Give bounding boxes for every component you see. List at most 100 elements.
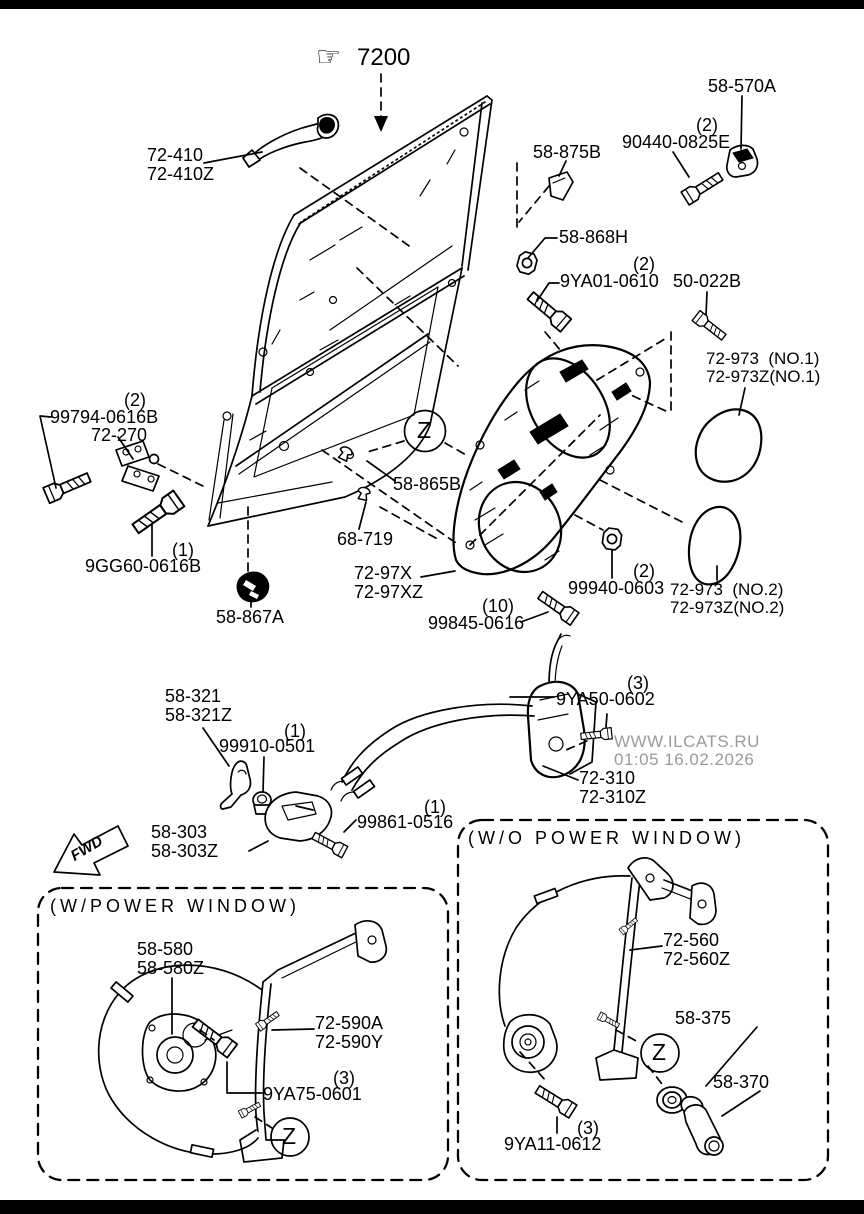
label-line: 58-303: [151, 822, 208, 842]
label-line: (W/O POWER WINDOW): [468, 828, 745, 848]
power-window-box: [36, 886, 450, 1182]
label-line: 58-580Z: [137, 958, 205, 979]
bracket-58-570A: [726, 144, 759, 178]
label-line: 72-973Z(NO.2): [670, 598, 785, 618]
label-line: (1): [172, 540, 194, 560]
no-power-window-box: [456, 818, 830, 1182]
crank-handle-58-370: [680, 1095, 724, 1156]
label-line: 72-97XZ: [354, 582, 424, 603]
label-line: 01:05 16.02.2026: [614, 750, 755, 770]
bolt-9GG60-0616B: [129, 489, 186, 538]
label-line: (3): [627, 673, 649, 693]
label-qty-9YA50: (3): [627, 673, 649, 693]
seal-72-973-no1: [694, 408, 763, 483]
label-qty-9YA11: (3): [577, 1118, 599, 1138]
bolt-50-022B: [691, 309, 729, 343]
door-check-72-270: [115, 440, 160, 492]
bolt-9YA01-0610: [524, 288, 573, 333]
label-qty-9YA75: (3): [333, 1068, 355, 1088]
label-9YA50-0602: 9YA50-0602: [556, 689, 655, 709]
detail-mark-z-right: Z: [652, 1040, 666, 1065]
label-line: 72-310: [579, 768, 636, 788]
label-line: 72-270: [91, 425, 148, 445]
label-line: 58-370: [713, 1072, 770, 1092]
label-line: 58-321: [165, 686, 222, 706]
label-line: 72-590A: [315, 1013, 384, 1033]
label-58-570A: 58-570A: [708, 76, 777, 96]
leader-lines: [39, 95, 761, 1134]
label-qty-99845: (10): [482, 596, 515, 616]
bolt-99794-0616B: [42, 468, 94, 505]
label-line: 72-410: [147, 145, 204, 165]
clip-68-719: [355, 485, 372, 502]
label-qty-99940: (2): [633, 561, 655, 581]
label-line: 58-570A: [708, 76, 777, 96]
label-90440-0825E: 90440-0825E: [622, 132, 731, 152]
label-qty-90440: (2): [696, 115, 718, 135]
clip-58-865B: [336, 444, 355, 463]
label-line: (1): [284, 721, 306, 741]
label-58-875B: 58-875B: [533, 142, 602, 162]
label-68-719: 68-719: [337, 529, 394, 549]
label-qty-9GG60: (1): [172, 540, 194, 560]
label-line: Z: [652, 1039, 667, 1065]
label-line: 99940-0603: [568, 578, 665, 598]
label-line: (W/POWER WINDOW): [50, 896, 300, 916]
label-line: Z: [282, 1123, 297, 1149]
label-72-270: 72-270: [91, 425, 148, 445]
module-panel-72-97X: [452, 344, 652, 576]
top-crop-bar: [0, 0, 864, 9]
label-line: 90440-0825E: [622, 132, 731, 152]
label-line: WWW.ILCATS.RU: [614, 732, 760, 751]
label-line: 72-973Z(NO.1): [706, 367, 821, 387]
label-line: (10): [482, 596, 515, 616]
label-line: 9YA11-0612: [504, 1134, 602, 1154]
label-line: 72-560Z: [663, 949, 731, 970]
label-line: 68-719: [337, 529, 394, 549]
label-line: 72-560: [663, 930, 720, 950]
label-99910-0501: 99910-0501: [219, 736, 316, 756]
label-qty-99794: (2): [124, 390, 146, 410]
regulator-power-window: [97, 920, 388, 1163]
door-shell: [207, 95, 493, 527]
label-line: 72-310Z: [579, 787, 647, 808]
label-line: 9YA01-0610: [560, 271, 659, 291]
label-line: 58-875B: [533, 142, 602, 162]
detail-mark-z-upper: Z: [417, 418, 431, 443]
label-qty-9YA01: (2): [633, 254, 655, 274]
z-circles: [270, 409, 680, 1157]
label-line: 99794-0616B: [50, 407, 159, 427]
label-72-973-no1: 72-973 (NO.1)72-973Z(NO.1): [706, 349, 821, 387]
label-ref-7200: 7200: [357, 45, 410, 71]
label-9YA75-0601: 9YA75-0601: [263, 1084, 362, 1104]
label-99845-0616: 99845-0616: [428, 613, 525, 633]
screw-left-z: [237, 1100, 262, 1119]
label-line: 9GG60-0616B: [85, 556, 202, 576]
power-window-box-title: (W/POWER WINDOW): [50, 896, 300, 916]
label-line: 58-321Z: [165, 705, 233, 726]
label-99794-0616B: 99794-0616B: [50, 407, 159, 427]
label-line: ☞: [316, 41, 342, 72]
label-qty-99861: (1): [424, 797, 446, 817]
label-99861-0516: 99861-0516: [357, 812, 453, 832]
label-58-867A: 58-867A: [216, 607, 284, 627]
label-line: (2): [633, 254, 655, 274]
label-line: 58-865B: [393, 474, 462, 494]
label-9YA11-0612: 9YA11-0612: [504, 1134, 602, 1154]
label-line: 99845-0616: [428, 613, 525, 633]
label-50-022B: 50-022B: [673, 271, 741, 291]
label-58-865B: 58-865B: [393, 474, 462, 494]
label-line: 58-375: [675, 1008, 732, 1028]
label-line: 72-410Z: [147, 164, 215, 185]
label-line: 72-973 (NO.2): [670, 580, 784, 599]
detail-mark-z-left: Z: [282, 1124, 296, 1149]
label-line: 72-590Y: [315, 1032, 384, 1053]
label-line: 99910-0501: [219, 736, 316, 756]
